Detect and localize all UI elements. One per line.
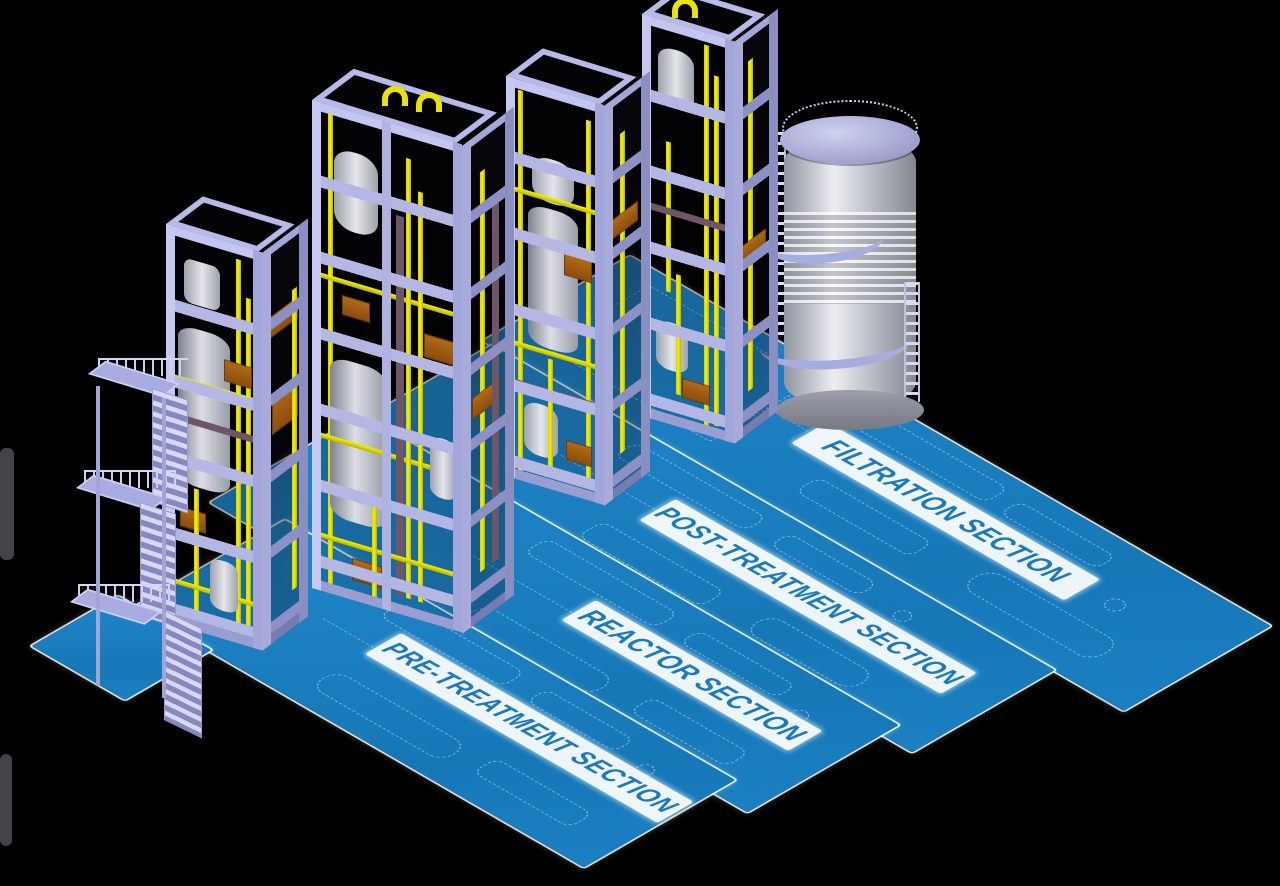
tank-shell xyxy=(784,136,916,408)
process-vessel xyxy=(528,202,578,358)
overhead-pipe-bend xyxy=(672,0,698,18)
vessel xyxy=(430,434,456,503)
module-side-frame xyxy=(604,71,650,506)
pipe xyxy=(418,191,423,603)
tank-side-ladder xyxy=(904,282,920,402)
pipe xyxy=(292,286,297,591)
pipe xyxy=(704,44,709,426)
equipment-outline xyxy=(888,608,917,624)
cropped-equipment-fragment xyxy=(0,754,12,846)
stair-support-post xyxy=(96,386,100,686)
vessel xyxy=(658,44,694,114)
equipment-box xyxy=(424,333,456,367)
tank-base-ring xyxy=(776,390,924,430)
tank-top-head xyxy=(780,116,920,164)
module-side-frame xyxy=(262,218,308,651)
equipment-outline xyxy=(1099,596,1131,614)
pipe xyxy=(748,57,753,392)
equipment-box xyxy=(742,227,766,264)
pipe xyxy=(548,358,553,470)
process-module-filtration xyxy=(642,0,792,454)
stair-support-post xyxy=(162,398,166,698)
equipment-box xyxy=(612,200,638,240)
stair-flight xyxy=(164,610,202,739)
overhead-pipe-bend xyxy=(416,92,442,112)
pipe xyxy=(620,130,625,454)
pipe xyxy=(480,168,485,573)
process-module-reactor xyxy=(312,68,527,634)
pipe xyxy=(666,141,671,293)
pipe xyxy=(246,297,251,630)
tank-corrugated-band xyxy=(784,212,916,304)
process-module-post-treatment xyxy=(506,48,662,516)
pipe xyxy=(328,112,333,585)
access-stair-tower xyxy=(44,358,234,739)
pipe xyxy=(406,157,411,600)
module-front-frame xyxy=(312,100,462,633)
support-beam xyxy=(492,198,499,564)
pipe xyxy=(676,274,681,396)
pipe xyxy=(586,119,591,482)
module-side-frame xyxy=(734,8,778,444)
hopper xyxy=(184,257,220,312)
equipment-box xyxy=(352,557,382,589)
pipe xyxy=(714,75,719,427)
overhead-pipe-bend xyxy=(382,86,408,106)
support-beam xyxy=(396,214,404,598)
module-side-frame xyxy=(462,106,514,634)
cropped-equipment-fragment xyxy=(0,448,14,560)
vessel xyxy=(334,146,378,240)
frame-column xyxy=(382,120,391,612)
equipment-box xyxy=(342,294,370,324)
pipe xyxy=(372,497,377,600)
storage-silo xyxy=(758,100,944,432)
